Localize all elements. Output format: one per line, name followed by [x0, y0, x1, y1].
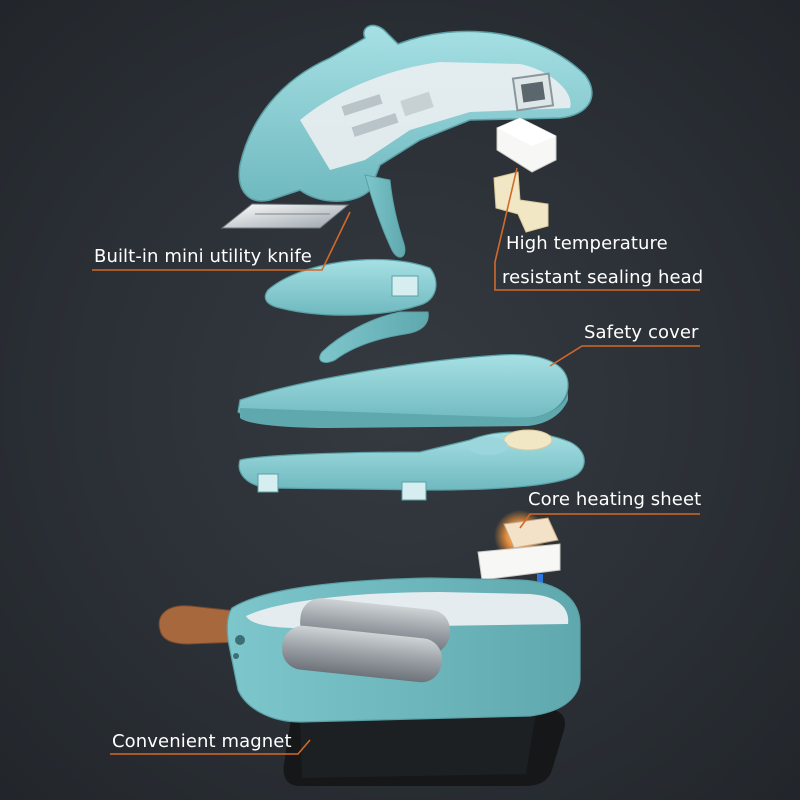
- base-battery-compartment: [158, 577, 581, 723]
- callout-sealing-head-line2: resistant sealing head: [502, 267, 704, 288]
- callout-safety-cover-label: Safety cover: [584, 322, 699, 343]
- leader-lines: [92, 167, 700, 755]
- callout-magnet-label: Convenient magnet: [112, 731, 292, 752]
- sealing-head-blocks: [493, 117, 557, 233]
- top-handle-shell: [238, 24, 593, 258]
- inner-plate-part: [238, 429, 585, 501]
- leader-line-knife: [92, 211, 351, 271]
- callout-core-heating-label: Core heating sheet: [528, 489, 702, 510]
- lower-handle-section: [264, 258, 437, 363]
- callout-knife-label: Built-in mini utility knife: [94, 246, 312, 267]
- leader-line-magnet: [110, 739, 311, 755]
- leader-line-core-heating: [519, 513, 700, 529]
- leader-line-safety-cover: [549, 345, 700, 367]
- magnet-plate: [283, 708, 565, 786]
- utility-knife-blade: [220, 203, 350, 229]
- callout-sealing-head-line1: High temperature: [506, 233, 668, 254]
- safety-cover-part: [237, 353, 569, 428]
- leader-line-sealing-head: [494, 167, 700, 291]
